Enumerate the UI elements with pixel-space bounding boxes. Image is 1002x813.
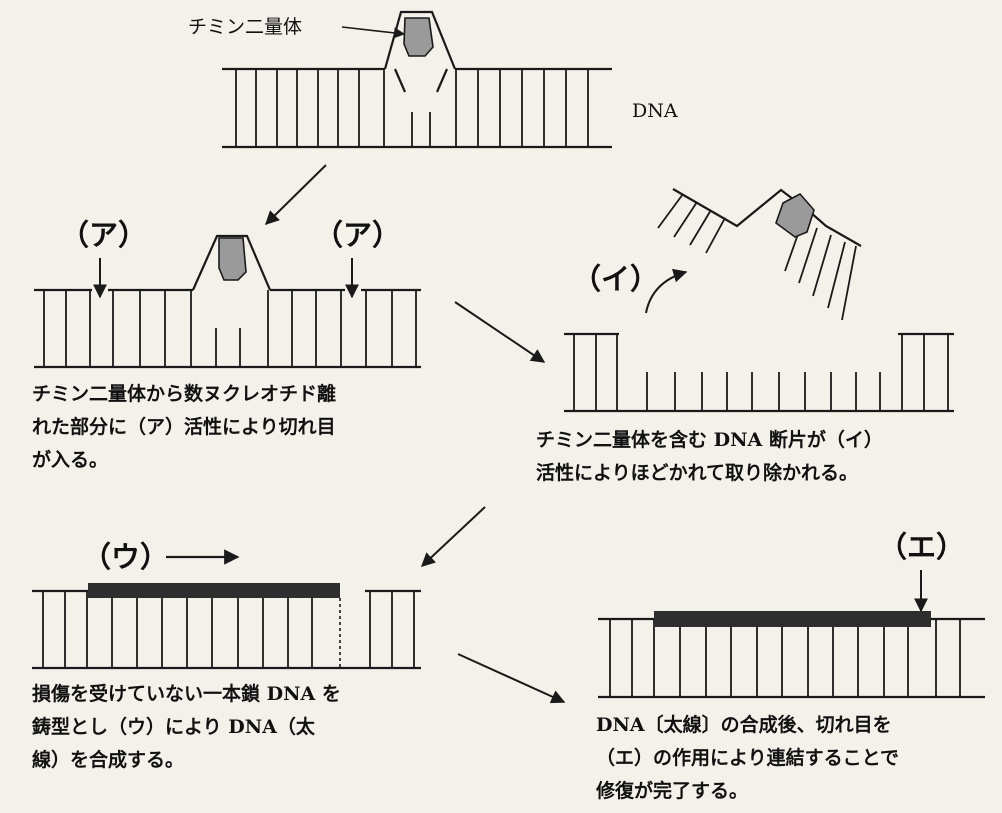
new-strand-ligated <box>654 611 931 627</box>
new-strand-synthesis <box>88 583 340 598</box>
dna-repaired <box>598 617 985 699</box>
label-e: （エ） <box>878 530 966 564</box>
flow-arrow-4 <box>457 653 566 704</box>
thymine-dimer-pointer <box>341 26 406 39</box>
caption-step3-line1: 損傷を受けていない一本鎖 DNA を <box>32 683 341 705</box>
label-u: （ウ） <box>82 540 170 574</box>
caption-step4-line2: （エ）の作用により連結することで <box>596 747 900 769</box>
dna-label: DNA <box>632 100 678 122</box>
caption-step4-line3: 修復が完了する。 <box>596 780 749 802</box>
thymine-dimer-2 <box>218 237 247 281</box>
excised-fragment <box>657 188 862 321</box>
label-a-left: （ア） <box>60 218 148 252</box>
caption-step1-line2: れた部分に（ア）活性により切れ目 <box>32 416 336 438</box>
flow-arrow-1 <box>265 164 327 225</box>
caption-step2-line1: チミン二量体を含む DNA 断片が（イ） <box>536 429 883 451</box>
thymine-dimer-3 <box>775 192 815 238</box>
flow-arrow-3 <box>420 506 486 567</box>
caption-step1-line3: が入る。 <box>32 449 109 471</box>
flow-arrow-2 <box>454 301 546 363</box>
dna-synthesis <box>32 589 421 670</box>
dna-damaged <box>222 10 612 149</box>
caption-step4-line1: DNA〔太線〕の合成後、切れ目を <box>596 714 892 736</box>
dna-nicked <box>34 234 421 369</box>
caption-step1-line1: チミン二量体から数ヌクレオチド離 <box>32 383 337 405</box>
curved-arrow-i <box>645 268 688 314</box>
caption-step2-line2: 活性によりほどかれて取り除かれる。 <box>536 462 859 484</box>
label-a-right: （ア） <box>314 218 402 252</box>
thymine-dimer-1 <box>403 17 434 57</box>
thymine-dimer-label: チミン二量体 <box>188 16 303 38</box>
caption-step3-line2: 鋳型とし（ウ）により DNA（太 <box>32 716 315 738</box>
caption-step3-line3: 線）を合成する。 <box>32 749 185 771</box>
dna-gapped <box>564 332 954 413</box>
label-i: （イ） <box>572 262 660 296</box>
